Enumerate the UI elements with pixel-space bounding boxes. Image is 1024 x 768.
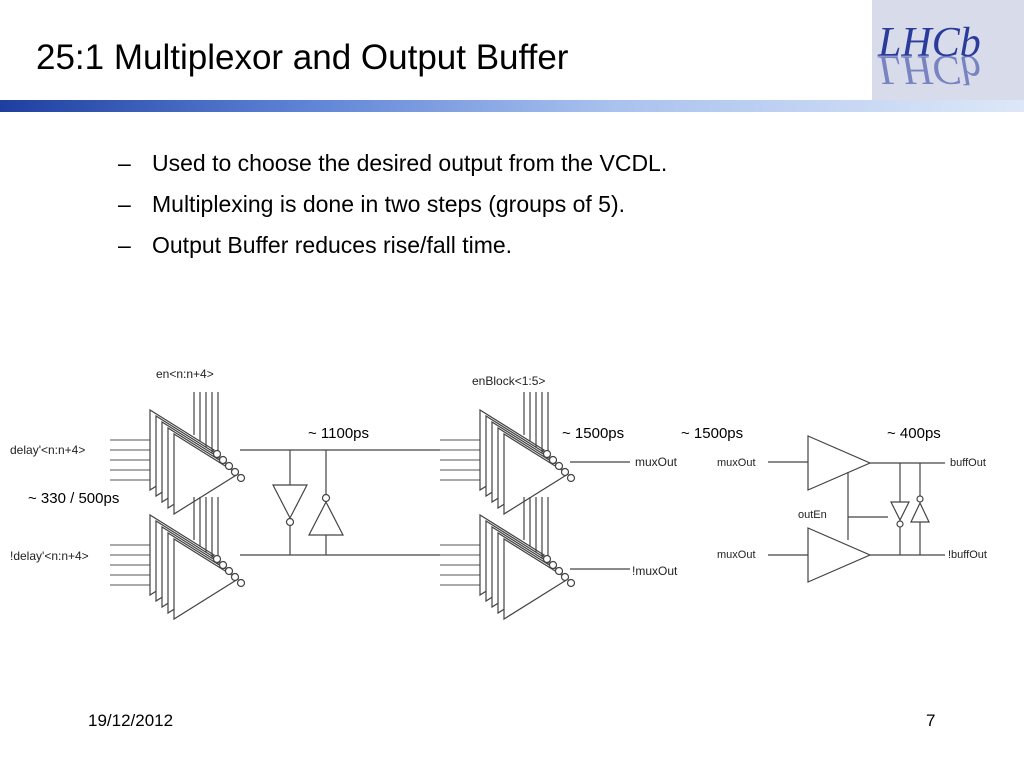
timing-stage1: ~ 330 / 500ps — [28, 490, 119, 507]
cross-coupled-inverters — [272, 450, 344, 555]
timing-interconnect: ~ 1100ps — [308, 425, 369, 442]
output-buffer — [768, 435, 945, 583]
bullet-list: –Used to choose the desired output from … — [118, 143, 667, 266]
bullet-item: –Used to choose the desired output from … — [118, 150, 668, 176]
slide-title: 25:1 Multiplexor and Output Buffer — [36, 38, 569, 77]
mux-stage1-top — [109, 391, 246, 515]
timing-stage2: ~ 1500ps — [562, 425, 624, 442]
en-bus-label: en<n:n+4> — [156, 367, 214, 381]
mux-stage2-bottom — [439, 496, 576, 620]
nbuffout-label: !buffOut — [948, 549, 987, 561]
nmuxout-label: !muxOut — [632, 564, 678, 578]
mux-stage2-top — [439, 391, 576, 515]
delay-input-label: delay'<n:n+4> — [10, 443, 85, 457]
buffer-input-bottom-label: muxOut — [717, 549, 756, 561]
mux-stage1-bottom — [109, 496, 246, 620]
bullet-item: –Multiplexing is done in two steps (grou… — [118, 191, 626, 217]
page-number: 7 — [926, 711, 936, 730]
buffout-label: buffOut — [950, 457, 986, 469]
logo-text: LHCb — [877, 20, 981, 66]
mux-buffer-schematic: en<n:n+4> enBlock<1:5> delay'<n:n+4> !de… — [10, 367, 987, 620]
svg-text:LHCb: LHCb — [877, 46, 981, 92]
timing-muxout: ~ 1500ps — [681, 425, 743, 442]
ndelay-input-label: !delay'<n:n+4> — [10, 549, 89, 563]
timing-buffer: ~ 400ps — [887, 425, 941, 442]
buffer-input-top-label: muxOut — [717, 457, 756, 469]
title-rule — [0, 100, 1024, 112]
lhcb-logo: LHCb LHCb — [872, 0, 1024, 100]
muxout-label: muxOut — [635, 455, 678, 469]
enblock-bus-label: enBlock<1:5> — [472, 374, 545, 388]
footer-date: 19/12/2012 — [88, 711, 174, 730]
outen-label: outEn — [798, 509, 827, 521]
bullet-item: –Output Buffer reduces rise/fall time. — [118, 232, 513, 258]
